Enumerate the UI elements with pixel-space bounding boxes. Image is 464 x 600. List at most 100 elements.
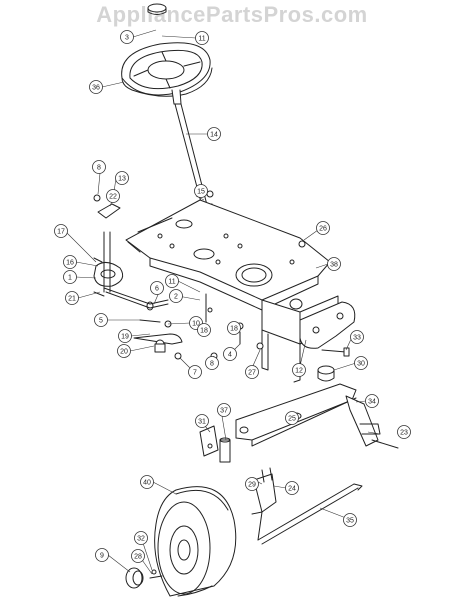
steering-gear: [93, 192, 124, 297]
svg-text:23: 23: [400, 430, 408, 437]
callout-40[interactable]: 40: [140, 475, 154, 489]
callout-19[interactable]: 19: [118, 329, 132, 343]
svg-text:26: 26: [319, 226, 327, 233]
callout-29[interactable]: 29: [245, 477, 259, 491]
svg-text:35: 35: [346, 518, 354, 525]
frame-plate: [125, 199, 331, 311]
svg-text:18: 18: [230, 326, 238, 333]
svg-text:12: 12: [295, 368, 303, 375]
callout-group: 3 11 36 14 8 13 22 15 26 17 16 1 21 38 1…: [54, 30, 411, 563]
bracket-left: [199, 425, 219, 457]
svg-text:36: 36: [92, 85, 100, 92]
svg-text:18: 18: [200, 328, 208, 335]
leader-lines: [65, 29, 381, 575]
svg-text:25: 25: [288, 416, 296, 423]
callout-9[interactable]: 9: [95, 548, 109, 562]
callout-18[interactable]: 18: [197, 323, 211, 337]
callout-11[interactable]: 11: [165, 274, 179, 288]
callout-8[interactable]: 8: [92, 160, 106, 174]
callout-11[interactable]: 11: [195, 31, 209, 45]
steering-wheel: [121, 42, 213, 97]
svg-text:28: 28: [134, 554, 142, 561]
svg-text:11: 11: [198, 36, 205, 43]
svg-text:14: 14: [210, 132, 218, 139]
callout-20[interactable]: 20: [117, 344, 131, 358]
svg-text:19: 19: [121, 334, 129, 341]
callout-13[interactable]: 13: [115, 171, 129, 185]
svg-text:15: 15: [197, 189, 205, 196]
svg-text:5: 5: [99, 318, 103, 325]
callout-26[interactable]: 26: [316, 221, 330, 235]
svg-text:37: 37: [220, 408, 228, 415]
svg-text:40: 40: [143, 480, 151, 487]
callout-23[interactable]: 23: [397, 425, 411, 439]
callout-24[interactable]: 24: [285, 481, 299, 495]
steering-cap: [147, 3, 167, 15]
callout-3[interactable]: 3: [120, 30, 134, 44]
callout-22[interactable]: 22: [106, 189, 120, 203]
svg-text:17: 17: [57, 229, 65, 236]
watermark: AppliancePartsPros.com: [96, 2, 368, 27]
bolt: [321, 347, 350, 357]
callout-36[interactable]: 36: [89, 80, 103, 94]
callout-6[interactable]: 6: [150, 281, 164, 295]
svg-text:20: 20: [120, 349, 128, 356]
svg-text:29: 29: [248, 482, 256, 489]
svg-text:32: 32: [137, 536, 145, 543]
callout-17[interactable]: 17: [54, 224, 68, 238]
callout-25[interactable]: 25: [285, 411, 299, 425]
bracket-plate: [299, 301, 356, 349]
svg-text:11: 11: [168, 279, 175, 286]
svg-text:16: 16: [66, 260, 74, 267]
svg-text:38: 38: [330, 262, 338, 269]
callout-14[interactable]: 14: [207, 127, 221, 141]
svg-text:8: 8: [210, 361, 214, 368]
svg-text:31: 31: [198, 419, 206, 426]
svg-text:34: 34: [368, 399, 376, 406]
steering-shaft: [171, 89, 215, 221]
callout-28[interactable]: 28: [131, 549, 145, 563]
svg-text:13: 13: [118, 176, 126, 183]
callout-15[interactable]: 15: [194, 184, 208, 198]
svg-text:2: 2: [174, 294, 178, 301]
front-wheel: [154, 486, 237, 597]
svg-text:8: 8: [97, 165, 101, 172]
svg-text:9: 9: [100, 553, 104, 560]
callout-12[interactable]: 12: [292, 363, 306, 377]
bushing: [219, 437, 231, 463]
callout-8[interactable]: 8: [205, 356, 219, 370]
washer: [149, 569, 163, 579]
callout-16[interactable]: 16: [63, 255, 77, 269]
callout-21[interactable]: 21: [65, 291, 79, 305]
callout-30[interactable]: 30: [354, 356, 368, 370]
svg-text:33: 33: [353, 335, 361, 342]
spindle-left: [251, 467, 277, 541]
callout-34[interactable]: 34: [365, 394, 379, 408]
callout-18[interactable]: 18: [227, 321, 241, 335]
callout-31[interactable]: 31: [195, 414, 209, 428]
svg-text:22: 22: [109, 194, 117, 201]
pivot: [317, 365, 335, 382]
callout-32[interactable]: 32: [134, 531, 148, 545]
spindle-right: [345, 395, 399, 449]
hub-cap: [125, 567, 144, 589]
svg-text:27: 27: [248, 370, 256, 377]
callout-2[interactable]: 2: [169, 289, 183, 303]
callout-27[interactable]: 27: [245, 365, 259, 379]
callout-1[interactable]: 1: [63, 270, 77, 284]
callout-37[interactable]: 37: [217, 403, 231, 417]
svg-text:10: 10: [192, 321, 200, 328]
svg-text:21: 21: [68, 296, 76, 303]
callout-4[interactable]: 4: [223, 347, 237, 361]
svg-text:30: 30: [357, 361, 365, 368]
drag-link: [103, 287, 169, 311]
callout-35[interactable]: 35: [343, 513, 357, 527]
callout-38[interactable]: 38: [327, 257, 341, 271]
svg-text:1: 1: [68, 275, 72, 282]
svg-text:6: 6: [155, 286, 159, 293]
callout-5[interactable]: 5: [94, 313, 108, 327]
callout-7[interactable]: 7: [188, 365, 202, 379]
callout-33[interactable]: 33: [350, 330, 364, 344]
